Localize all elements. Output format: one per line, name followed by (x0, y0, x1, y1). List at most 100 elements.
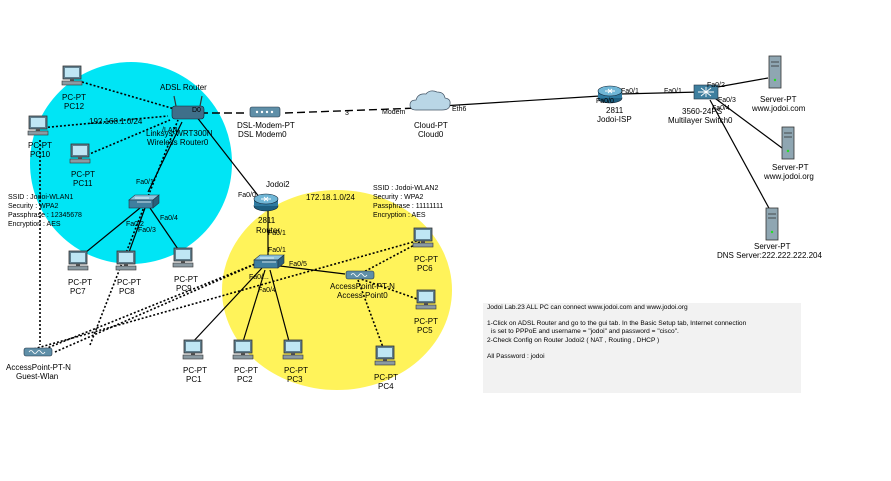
ap0-icon[interactable] (345, 270, 375, 280)
adsl-router-title: ADSL Router (160, 83, 207, 92)
multilayer-switch-icon[interactable] (693, 84, 719, 100)
pc6-icon[interactable] (412, 227, 434, 248)
lan2-label: 172.18.1.0/24 (306, 193, 355, 202)
pc10-icon[interactable] (27, 115, 49, 136)
note-line: 2-Check Config on Router Jodoi2 ( NAT , … (487, 336, 660, 344)
pc9-type: PC-PT (174, 275, 198, 284)
pc1-icon[interactable] (182, 339, 204, 360)
ssid1-line: SSID : Jodoi-WLAN1 (8, 194, 73, 201)
pc9-icon[interactable] (172, 247, 194, 268)
adsl-router-type: Linksys-WRT300N (146, 129, 213, 138)
lan1-label: 192.168.1.0/24 (89, 117, 143, 126)
port-top-fa0-2: Fa0/2 (126, 221, 144, 228)
note-line: All Password : jodoi (487, 352, 545, 360)
port-top-fa0-4: Fa0/4 (160, 215, 178, 222)
port-eth6: Eth6 (452, 106, 467, 113)
lan1-zone (30, 62, 232, 264)
ssid2-line: Security : WPA2 (373, 194, 424, 201)
ssid2-block: SSID : Jodoi-WLAN2 Security : WPA2 Passp… (373, 185, 443, 219)
port-link-3: 3 (345, 110, 349, 117)
note-line: Jodoi Lab.23 ALL PC can connect www.jodo… (487, 304, 688, 311)
wired-links (79, 77, 783, 346)
port-ml-fa0-2: Fa0/2 (707, 82, 725, 89)
port-jodoi2-fa0-0: Fa0/0 (238, 192, 256, 199)
port-top-fa0-3: Fa0/3 (138, 227, 156, 234)
isp-type: 2811 (606, 106, 624, 115)
pc2-name: PC2 (237, 375, 253, 384)
pc10-type: PC-PT (28, 141, 52, 150)
ssid2-line: SSID : Jodoi-WLAN2 (373, 185, 438, 192)
switch-top-icon[interactable] (128, 194, 160, 209)
port-isp-fa0-1: Fa0/1 (621, 88, 639, 95)
server1-name: www.jodoi.com (751, 104, 806, 113)
pc11-type: PC-PT (71, 170, 95, 179)
port-ml-fa0-1: Fa0/1 (664, 88, 682, 95)
pc12-icon[interactable] (61, 65, 83, 86)
server-com-icon[interactable] (768, 55, 782, 89)
ssid1-block: SSID : Jodoi-WLAN1 Security : WPA2 Passp… (8, 194, 82, 228)
pc3-icon[interactable] (282, 339, 304, 360)
pc1-name: PC1 (186, 375, 202, 384)
lab-notes: Jodoi Lab.23 ALL PC can connect www.jodo… (483, 303, 801, 393)
port-adsl-wan: D0 (192, 107, 201, 114)
dsl-modem-icon[interactable] (249, 106, 281, 118)
ssid1-line: Security : WPA2 (8, 203, 59, 210)
server-org-icon[interactable] (781, 126, 795, 160)
pc7-icon[interactable] (67, 250, 89, 271)
ap-guest-icon[interactable] (23, 347, 53, 357)
port-adsl-lan: /LAN (162, 127, 178, 134)
ssid2-line: Encryption : AES (373, 212, 426, 219)
pc2-type: PC-PT (234, 366, 258, 375)
pc1-type: PC-PT (183, 366, 207, 375)
jodoi2-name: Router (256, 226, 280, 235)
port-bottom-fa0-1: Fa0/1 (268, 247, 286, 254)
jodoi2-title: Jodoi2 (266, 180, 290, 189)
pc5-type: PC-PT (414, 317, 438, 326)
note-line: is set to PPPoE and username = "jodoi" a… (491, 328, 679, 336)
pc8-type: PC-PT (117, 278, 141, 287)
pc3-type: PC-PT (284, 366, 308, 375)
port-bottom-fa0-5: Fa0/5 (289, 261, 307, 268)
pc5-icon[interactable] (415, 289, 437, 310)
note-line: 1-Click on ADSL Router and go to the gui… (487, 320, 747, 328)
port-jodoi2-fa0-1: Fa0/1 (268, 230, 286, 237)
ml-switch-name: Multilayer Switch0 (668, 116, 733, 125)
port-isp-fa0-0: Fa0/0 (596, 98, 614, 105)
ap-guest-name: Guest-Wlan (16, 372, 58, 381)
pc5-name: PC5 (417, 326, 433, 335)
wan-link-modem-cloud (284, 107, 419, 114)
ap-guest-type: AccessPoint-PT-N (6, 363, 71, 372)
adsl-router-icon[interactable] (171, 95, 205, 120)
pc9-name: PC9 (176, 284, 192, 293)
pc12-type: PC-PT (62, 93, 86, 102)
dns-server-icon[interactable] (765, 207, 779, 241)
pc11-icon[interactable] (69, 143, 91, 164)
pc10-name: PC10 (30, 150, 51, 159)
pc8-name: PC8 (119, 287, 135, 296)
server2-name: www.jodoi.org (763, 172, 814, 181)
dns-type: Server-PT (754, 242, 791, 251)
ssid2-line: Passphrase : 11111111 (373, 203, 443, 210)
cloud-name: Cloud0 (418, 130, 444, 139)
ap0-type: AccessPoint-PT-N (330, 282, 395, 291)
wireless-links (29, 81, 421, 356)
port-modem: Modem (382, 109, 406, 116)
dsl-modem-name: DSL Modem0 (238, 130, 287, 139)
isp-name: Jodoi-ISP (597, 115, 632, 124)
pc4-name: PC4 (378, 382, 394, 391)
port-ml-fa0-3: Fa0/3 (718, 97, 736, 104)
ssid1-line: Passphrase : 12345678 (8, 212, 82, 219)
pc8-icon[interactable] (115, 250, 137, 271)
pc2-icon[interactable] (232, 339, 254, 360)
lan2-zone (222, 190, 452, 390)
pc4-icon[interactable] (374, 345, 396, 366)
port-top-fa0-1: Fa0/1 (136, 179, 154, 186)
server2-type: Server-PT (772, 163, 809, 172)
ml-switch-type: 3560-24PS (682, 107, 722, 116)
cloud-icon[interactable] (409, 90, 451, 111)
port-bottom-fa0-x: Fa0/... (249, 274, 269, 281)
jodoi2-router-icon[interactable] (253, 193, 279, 212)
pc12-name: PC12 (64, 102, 85, 111)
switch-bottom-icon[interactable] (253, 254, 285, 269)
pc3-name: PC3 (287, 375, 303, 384)
